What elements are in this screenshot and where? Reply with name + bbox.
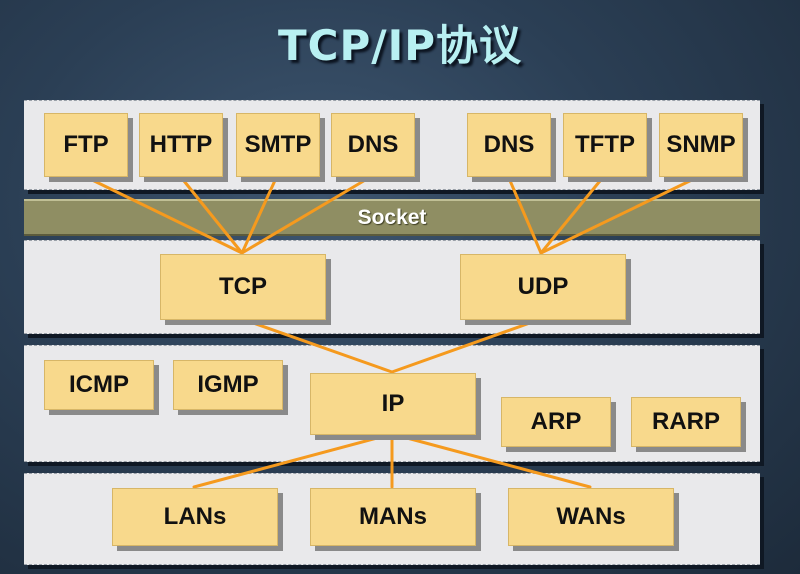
protocol-box-smtp: SMTP [236,113,320,177]
transport-layer-band [24,240,760,334]
link-ip-lans [192,432,394,489]
protocol-box-igmp: IGMP [173,360,283,410]
protocol-box-dns-udp: DNS [467,113,551,177]
protocol-box-tcp: TCP [160,254,326,320]
protocol-box-icmp: ICMP [44,360,154,410]
protocol-box-snmp: SNMP [659,113,743,177]
link-ip-wans [390,432,592,489]
network-box-lans: LANs [112,488,278,546]
link-http-tcp [178,174,244,255]
page-title: TCP/IP协议 [277,21,522,70]
protocol-box-tftp: TFTP [563,113,647,177]
link-tcp-ip [240,317,394,374]
network-box-wans: WANs [508,488,674,546]
link-tftp-udp [539,174,606,255]
network-box-mans: MANs [310,488,476,546]
link-dns-tcp [240,174,374,255]
link-smtp-tcp [240,174,279,255]
link-udp-ip [390,317,543,374]
protocol-box-rarp: RARP [631,397,741,447]
protocol-box-dns-tcp: DNS [331,113,415,177]
protocol-box-arp: ARP [501,397,611,447]
link-dns-udp [506,174,543,255]
link-ftp-tcp [82,174,244,255]
protocol-box-http: HTTP [139,113,223,177]
protocol-box-ip: IP [310,373,476,435]
protocol-box-ftp: FTP [44,113,128,177]
protocol-box-udp: UDP [460,254,626,320]
link-snmp-udp [539,174,702,255]
